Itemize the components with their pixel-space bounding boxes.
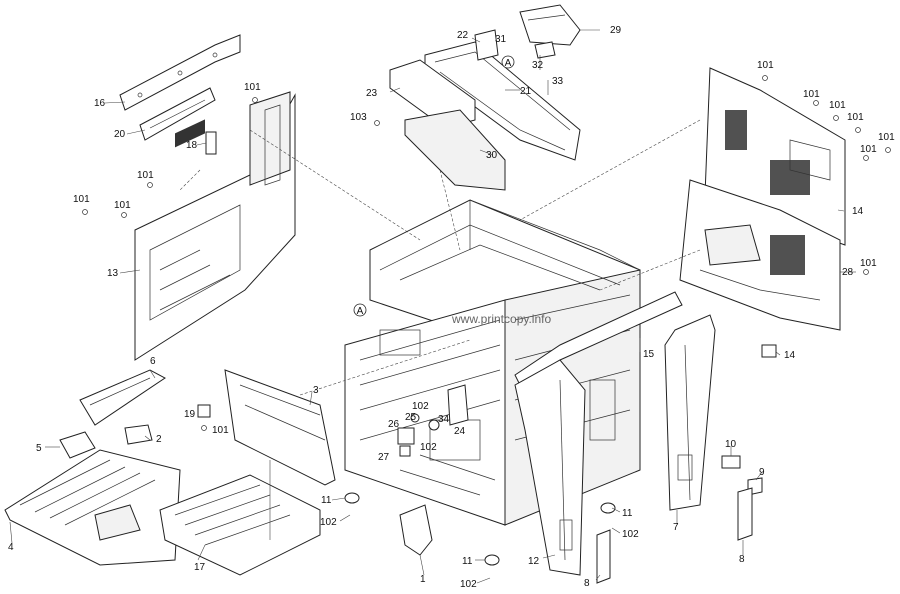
cover-12 <box>514 359 586 576</box>
foot-11-a <box>344 492 360 504</box>
bracket-20 <box>139 87 216 141</box>
callout-101-j: 101 <box>860 144 877 155</box>
callout-3: 3 <box>313 385 319 396</box>
callout-26: 26 <box>388 419 400 430</box>
callout-labels: 16 20 18 13 101 101 101 101 23 103 22 31… <box>8 25 895 590</box>
callout-16: 16 <box>94 98 106 109</box>
exit-tray-4 <box>4 449 181 566</box>
callout-32: 32 <box>532 60 544 71</box>
callout-101-l: 101 <box>212 425 229 436</box>
foot-11-c <box>600 502 616 514</box>
callout-101-c: 101 <box>73 194 90 205</box>
plate-30 <box>404 109 506 191</box>
callout-20: 20 <box>114 129 126 140</box>
part-5 <box>59 431 96 459</box>
label-14 <box>761 344 777 358</box>
callout-101-g: 101 <box>829 100 846 111</box>
callout-31: 31 <box>495 34 507 45</box>
callout-21: 21 <box>520 86 532 97</box>
bracket-1 <box>399 504 433 556</box>
callout-11-c: 11 <box>622 508 633 519</box>
callout-22: 22 <box>457 30 469 41</box>
callout-4: 4 <box>8 542 14 553</box>
callout-102-a: 102 <box>412 401 429 412</box>
cover-8-right <box>737 487 753 541</box>
callout-14-b: 14 <box>784 350 796 361</box>
callout-102-e: 102 <box>622 529 639 540</box>
callout-101-b: 101 <box>114 200 131 211</box>
bracket-22 <box>474 29 499 61</box>
callout-11-b: 11 <box>462 556 473 567</box>
callout-1: 1 <box>420 574 426 585</box>
inner-cover-3 <box>224 369 336 486</box>
bracket-32 <box>534 41 556 59</box>
callout-101-d: 101 <box>244 82 261 93</box>
callout-7: 7 <box>673 522 679 533</box>
callout-15: 15 <box>643 349 655 360</box>
svg-text:A: A <box>505 58 512 69</box>
part-27 <box>399 445 411 457</box>
left-cover <box>134 91 296 361</box>
callout-101-e: 101 <box>757 60 774 71</box>
callout-11-a: 11 <box>321 495 332 506</box>
callout-101-i: 101 <box>878 132 895 143</box>
callout-10: 10 <box>725 439 737 450</box>
callout-24: 24 <box>454 426 466 437</box>
svg-text:A: A <box>357 306 364 317</box>
part-25 <box>410 413 420 423</box>
exit-tray-17 <box>159 474 321 576</box>
rear-cover-lower <box>679 179 841 331</box>
screws-101 <box>82 75 891 431</box>
callout-103: 103 <box>350 112 367 123</box>
callout-28: 28 <box>842 267 854 278</box>
reference-marker-a: A A <box>353 55 515 317</box>
callout-101-h: 101 <box>847 112 864 123</box>
callout-101-a: 101 <box>137 170 154 181</box>
main-frame <box>344 199 641 526</box>
callout-8-b: 8 <box>739 554 745 565</box>
callout-2: 2 <box>156 434 162 445</box>
watermark: www.printcopy.info <box>451 312 551 326</box>
part-24 <box>447 384 469 426</box>
callout-5: 5 <box>36 443 42 454</box>
callout-34: 34 <box>438 414 450 425</box>
callout-13: 13 <box>107 268 119 279</box>
part-26 <box>397 427 415 445</box>
part-19 <box>197 404 211 418</box>
label-10 <box>721 455 741 469</box>
bracket-29 <box>519 4 581 46</box>
callout-25: 25 <box>405 412 417 423</box>
cover-8-bottom <box>596 529 611 584</box>
callout-23: 23 <box>366 88 378 99</box>
callout-17: 17 <box>194 562 206 573</box>
callout-102-c: 102 <box>320 517 337 528</box>
connector-18 <box>205 131 217 155</box>
callout-101-f: 101 <box>803 89 820 100</box>
callout-102-b: 102 <box>420 442 437 453</box>
callout-9: 9 <box>759 467 765 478</box>
bracket-6 <box>79 369 166 426</box>
callout-102-d: 102 <box>460 579 477 590</box>
callout-12: 12 <box>528 556 540 567</box>
callout-19: 19 <box>184 409 196 420</box>
part-34 <box>428 419 440 431</box>
callout-29: 29 <box>610 25 622 36</box>
callout-27: 27 <box>378 452 390 463</box>
callout-14-a: 14 <box>852 206 864 217</box>
cover-7 <box>664 314 716 511</box>
foot-11-b <box>484 554 500 566</box>
leader-lines <box>9 29 856 584</box>
part-2 <box>124 424 153 445</box>
callout-33: 33 <box>552 76 564 87</box>
callout-18: 18 <box>186 140 198 151</box>
bracket-16 <box>119 34 241 111</box>
callout-6: 6 <box>150 356 156 367</box>
callout-101-k: 101 <box>860 258 877 269</box>
callout-8-a: 8 <box>584 578 590 589</box>
callout-30: 30 <box>486 150 498 161</box>
